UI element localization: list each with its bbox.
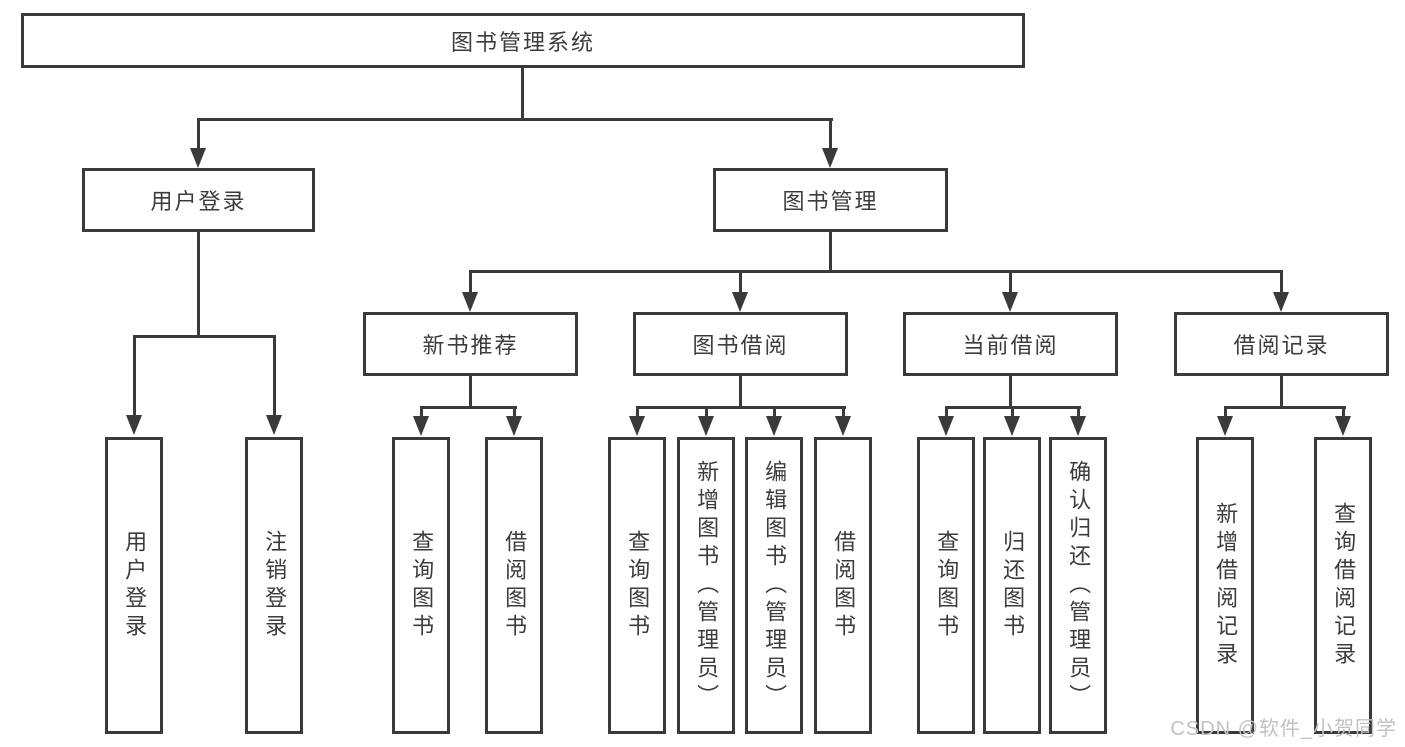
- arrow-borrow: [732, 292, 748, 312]
- arrow-login: [190, 148, 206, 168]
- node-borrow-edit-book: 编辑图书（管理员）: [745, 437, 803, 734]
- node-user-login: 用户登录: [82, 168, 315, 232]
- connector-drop-borrow-borrow: [842, 406, 845, 418]
- connector-drop-records-add: [1224, 406, 1227, 418]
- connector-drop-current: [1009, 270, 1012, 294]
- connector-drop-rec-borrow: [513, 406, 516, 418]
- node-borrow-records-label: 借阅记录: [1233, 333, 1330, 358]
- arrow-records: [1273, 292, 1289, 312]
- node-current-confirm-return: 确认归还（管理员）: [1049, 437, 1107, 734]
- node-book-management-label: 图书管理: [782, 189, 879, 214]
- connector-login-hline: [133, 335, 276, 338]
- node-records-query-label: 查询借阅记录: [1331, 501, 1357, 670]
- node-records-query: 查询借阅记录: [1314, 437, 1372, 734]
- node-current-query-book-label: 查询图书: [934, 529, 960, 642]
- connector-login-stem: [197, 232, 200, 336]
- connector-drop-borrow-add: [705, 406, 708, 418]
- node-borrow-borrow-book-label: 借阅图书: [831, 529, 857, 642]
- connector-records-stem: [1280, 376, 1283, 409]
- connector-current-stem: [1009, 376, 1012, 409]
- node-book-management: 图书管理: [713, 168, 948, 232]
- node-current-confirm-return-label: 确认归还（管理员）: [1066, 459, 1092, 712]
- arrow-login-user: [126, 415, 142, 435]
- connector-drop-current-confirm: [1077, 406, 1080, 418]
- node-records-add: 新增借阅记录: [1196, 437, 1254, 734]
- node-current-borrow-label: 当前借阅: [962, 333, 1059, 358]
- node-root-label: 图书管理系统: [450, 29, 595, 55]
- connector-drop-borrow: [739, 270, 742, 294]
- node-login-user-label: 用户登录: [122, 529, 148, 642]
- connector-drop-rec-query: [420, 406, 423, 418]
- node-borrow-records: 借阅记录: [1174, 312, 1389, 376]
- connector-root-stem: [521, 68, 524, 118]
- node-root: 图书管理系统: [21, 13, 1025, 68]
- node-borrow-borrow-book: 借阅图书: [814, 437, 872, 734]
- node-login-logout-label: 注销登录: [262, 529, 288, 642]
- node-current-query-book: 查询图书: [917, 437, 975, 734]
- node-records-add-label: 新增借阅记录: [1213, 501, 1239, 670]
- node-borrow-add-book-label: 新增图书（管理员）: [694, 459, 720, 712]
- arrow-rec-query: [413, 416, 429, 436]
- arrow-current-return: [1004, 416, 1020, 436]
- connector-drop-login: [197, 118, 200, 150]
- arrow-records-query: [1335, 416, 1351, 436]
- arrow-borrow-add: [698, 416, 714, 436]
- connector-drop-current-return: [1011, 406, 1014, 418]
- arrow-current-query: [938, 416, 954, 436]
- node-borrow-query-book-label: 查询图书: [625, 529, 651, 642]
- connector-drop-records-query: [1342, 406, 1345, 418]
- connector-l3-hline: [469, 270, 1283, 273]
- csdn-watermark: CSDN @软件_小贺同学: [1170, 718, 1397, 740]
- node-borrow-edit-book-label: 编辑图书（管理员）: [762, 459, 788, 712]
- connector-recommend-hline: [420, 406, 517, 409]
- node-login-logout: 注销登录: [245, 437, 303, 734]
- connector-drop-borrow-edit: [773, 406, 776, 418]
- node-book-borrow-label: 图书借阅: [692, 333, 789, 358]
- node-borrow-query-book: 查询图书: [608, 437, 666, 734]
- connector-borrow-hline: [636, 406, 846, 409]
- arrow-login-logout: [266, 415, 282, 435]
- node-new-book-recommend: 新书推荐: [363, 312, 578, 376]
- node-login-user: 用户登录: [105, 437, 163, 734]
- connector-drop-login-logout: [273, 335, 276, 416]
- connector-borrow-stem: [739, 376, 742, 409]
- connector-drop-login-user: [133, 335, 136, 416]
- connector-mgmt-stem: [829, 232, 832, 273]
- arrow-current: [1002, 292, 1018, 312]
- arrow-recommend: [462, 292, 478, 312]
- connector-drop-current-query: [945, 406, 948, 418]
- node-current-return-book-label: 归还图书: [1000, 529, 1026, 642]
- arrow-records-add: [1217, 416, 1233, 436]
- node-book-borrow: 图书借阅: [633, 312, 848, 376]
- arrow-borrow-query: [629, 416, 645, 436]
- node-rec-borrow-book-label: 借阅图书: [502, 529, 528, 642]
- connector-drop-borrow-query: [636, 406, 639, 418]
- arrow-borrow-edit: [766, 416, 782, 436]
- connector-drop-recommend: [469, 270, 472, 294]
- node-user-login-label: 用户登录: [150, 189, 247, 214]
- node-current-borrow: 当前借阅: [903, 312, 1118, 376]
- node-borrow-add-book: 新增图书（管理员）: [677, 437, 735, 734]
- node-rec-query-book: 查询图书: [392, 437, 450, 734]
- connector-l1-hline: [197, 118, 833, 121]
- connector-records-hline: [1224, 406, 1346, 409]
- node-current-return-book: 归还图书: [983, 437, 1041, 734]
- node-new-book-recommend-label: 新书推荐: [422, 333, 519, 358]
- arrow-borrow-borrow: [835, 416, 851, 436]
- connector-recommend-stem: [469, 376, 472, 409]
- node-rec-query-book-label: 查询图书: [409, 529, 435, 642]
- node-rec-borrow-book: 借阅图书: [485, 437, 543, 734]
- arrow-mgmt: [822, 148, 838, 168]
- arrow-rec-borrow: [506, 416, 522, 436]
- connector-drop-mgmt: [829, 118, 832, 150]
- arrow-current-confirm: [1070, 416, 1086, 436]
- connector-drop-records: [1280, 270, 1283, 294]
